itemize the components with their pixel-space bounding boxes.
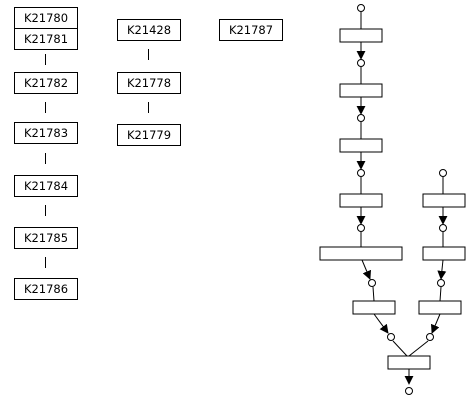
flow-node-circle [437,279,445,287]
flow-box [319,246,403,261]
flow-edge [372,286,375,302]
flow-box [339,193,383,208]
flow-node-circle [357,114,365,122]
flow-box [422,193,466,208]
flow-edge [361,259,372,280]
flow-edge [430,313,441,334]
connector-line [45,153,46,164]
flow-edge [439,286,442,302]
flow-node-circle [357,4,365,12]
flow-box [387,355,431,370]
node-k21779[interactable]: K21779 [117,124,181,146]
node-k21781[interactable]: K21781 [14,28,78,50]
node-k21787[interactable]: K21787 [219,19,283,41]
node-k21785[interactable]: K21785 [14,227,78,249]
flow-box [339,28,383,43]
flow-node-circle [405,387,413,395]
flow-box [352,300,396,315]
flow-box [422,246,466,261]
node-k21782[interactable]: K21782 [14,72,78,94]
node-k21778[interactable]: K21778 [117,72,181,94]
node-k21428[interactable]: K21428 [117,19,181,41]
connector-line [45,205,46,216]
node-k21786[interactable]: K21786 [14,278,78,300]
connector-line [45,102,46,113]
flow-box [339,83,383,98]
flow-node-circle [426,333,434,341]
connector-line [45,54,46,65]
flow-node-circle [439,224,447,232]
connector-line [45,257,46,268]
flow-node-circle [357,224,365,232]
flow-node-circle [387,333,395,341]
flow-edge [373,313,389,334]
node-k21783[interactable]: K21783 [14,122,78,144]
flow-edge [437,259,447,280]
connector-line [148,49,149,60]
flow-node-circle [357,59,365,67]
connector-line [148,102,149,113]
flow-node-circle [368,279,376,287]
flow-box [418,300,462,315]
flow-box [339,138,383,153]
flow-edge [392,340,408,357]
flow-node-circle [439,169,447,177]
node-k21784[interactable]: K21784 [14,175,78,197]
flow-edge [408,340,429,357]
flow-node-circle [357,169,365,177]
